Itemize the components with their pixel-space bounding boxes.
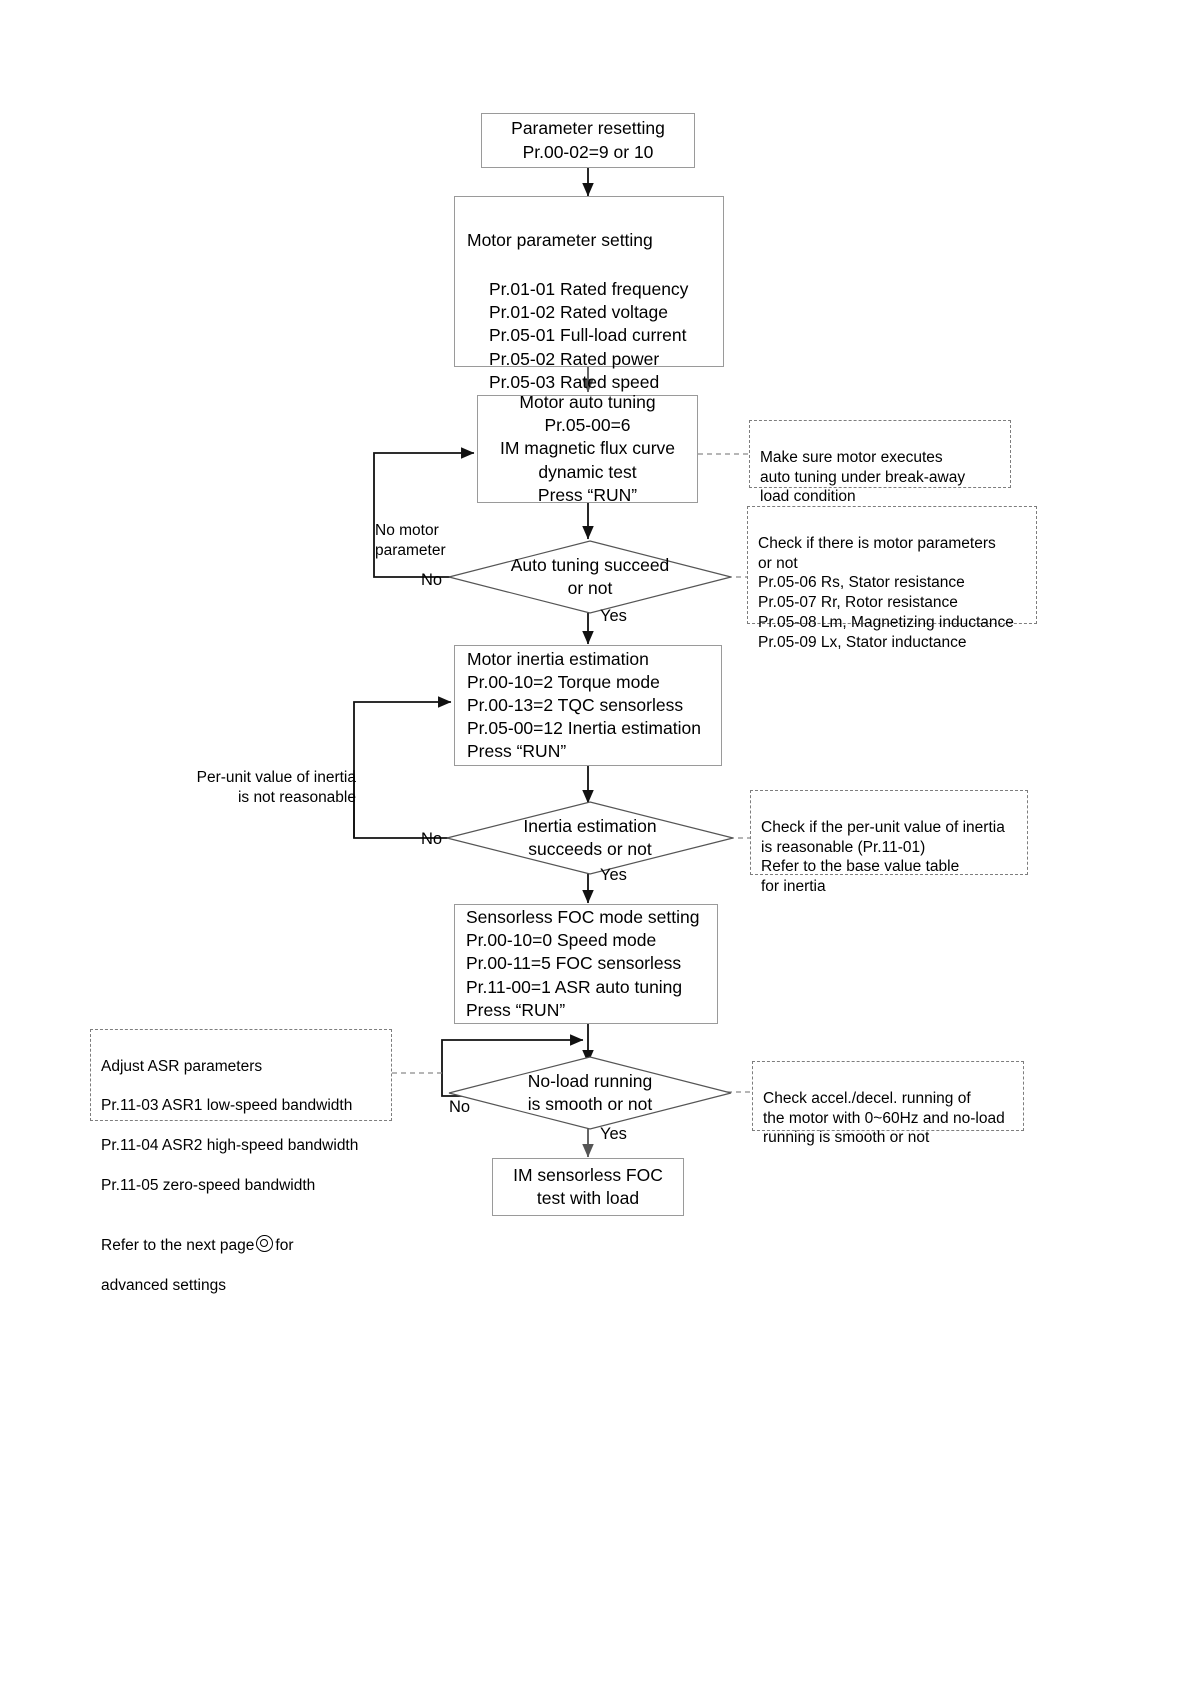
- note-asr-parameters: Adjust ASR parameters Pr.11-03 ASR1 low-…: [90, 1029, 392, 1294]
- note-asr-line-5-before: Refer to the next page: [101, 1237, 255, 1255]
- parameter-resetting-text: Parameter resetting Pr.00-02=9 or 10: [511, 118, 665, 162]
- label-no-no-load: No: [449, 1098, 471, 1116]
- decision-inertia-estimation: Inertia estimation succeeds or not: [446, 801, 734, 875]
- label-no-auto-tuning: No: [421, 571, 443, 589]
- decision-auto-tuning: Auto tuning succeed or not: [448, 540, 732, 614]
- node-motor-parameter-setting: Motor parameter setting Pr.01-01 Rated f…: [454, 196, 724, 415]
- note-asr-line-5-after: for: [275, 1237, 294, 1255]
- motor-parameter-setting-heading: Motor parameter setting: [467, 230, 653, 251]
- note-asr-line-1: Adjust ASR parameters: [101, 1057, 263, 1075]
- motor-auto-tuning-text: Motor auto tuning Pr.05-00=6 IM magnetic…: [499, 392, 676, 505]
- label-no-inertia: No: [421, 830, 443, 848]
- note-asr-line-6: advanced settings: [101, 1276, 226, 1294]
- label-yes-auto-tuning: Yes: [600, 607, 627, 625]
- motor-inertia-estimation-text: Motor inertia estimation Pr.00-10=2 Torq…: [467, 648, 701, 762]
- note-break-away-load-text: Make sure motor executes auto tuning und…: [760, 448, 966, 506]
- note-accel-decel-check: Check accel./decel. running of the motor…: [752, 1061, 1024, 1146]
- decision-no-load-running-text: No-load running is smooth or not: [527, 1070, 653, 1114]
- note-asr-line-3: Pr.11-04 ASR2 high-speed bandwidth: [101, 1137, 359, 1155]
- im-sensorless-foc-test-text: IM sensorless FOC test with load: [513, 1164, 663, 1208]
- label-yes-inertia: Yes: [600, 866, 627, 884]
- node-motor-inertia-estimation: Motor inertia estimation Pr.00-10=2 Torq…: [454, 645, 722, 766]
- decision-inertia-estimation-text: Inertia estimation succeeds or not: [523, 815, 657, 859]
- note-motor-parameters-check: Check if there is motor parameters or no…: [747, 506, 1037, 651]
- label-no-motor-parameter: No motor parameter: [375, 522, 446, 559]
- note-inertia-check: Check if the per-unit value of inertia i…: [750, 790, 1028, 895]
- note-inertia-check-text: Check if the per-unit value of inertia i…: [761, 818, 1005, 896]
- note-motor-parameters-check-text: Check if there is motor parameters or no…: [758, 534, 1014, 651]
- label-per-unit-not-reasonable: Per-unit value of inertia is not reasona…: [196, 769, 356, 806]
- node-parameter-resetting: Parameter resetting Pr.00-02=9 or 10: [481, 113, 695, 168]
- decision-auto-tuning-text: Auto tuning succeed or not: [510, 554, 670, 598]
- decision-no-load-running: No-load running is smooth or not: [448, 1056, 732, 1130]
- note-break-away-load: Make sure motor executes auto tuning und…: [749, 420, 1011, 505]
- node-motor-auto-tuning: Motor auto tuning Pr.05-00=6 IM magnetic…: [477, 392, 698, 505]
- node-im-sensorless-foc-test: IM sensorless FOC test with load: [492, 1158, 684, 1216]
- note-asr-line-5: Refer to the next page for: [101, 1215, 382, 1256]
- note-asr-line-4: Pr.11-05 zero-speed bandwidth: [101, 1176, 316, 1194]
- note-accel-decel-check-text: Check accel./decel. running of the motor…: [763, 1089, 1005, 1147]
- note-asr-line-2: Pr.11-03 ASR1 low-speed bandwidth: [101, 1097, 353, 1115]
- node-sensorless-foc-mode-setting: Sensorless FOC mode setting Pr.00-10=0 S…: [454, 904, 718, 1024]
- double-circle-icon: [256, 1235, 274, 1253]
- label-yes-no-load: Yes: [600, 1125, 627, 1143]
- sensorless-foc-mode-setting-text: Sensorless FOC mode setting Pr.00-10=0 S…: [466, 907, 700, 1020]
